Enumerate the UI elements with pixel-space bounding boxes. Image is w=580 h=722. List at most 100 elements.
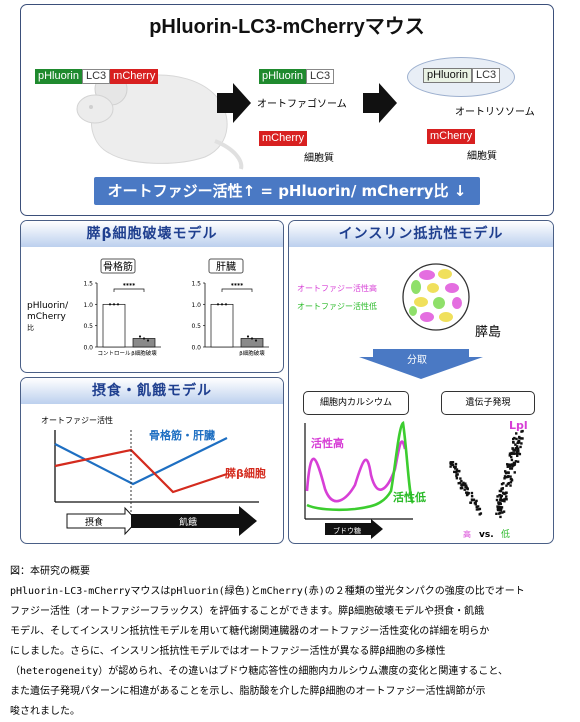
caption-line: 唆されました。 bbox=[10, 706, 80, 717]
construct-mcherry: mCherry bbox=[110, 69, 159, 84]
gene-dot bbox=[509, 484, 512, 487]
chart-point bbox=[142, 337, 146, 340]
chart-point bbox=[146, 339, 150, 342]
chart-ytick-label: 0.0 bbox=[83, 345, 93, 352]
gene-dot bbox=[455, 470, 458, 473]
gene-dot bbox=[510, 455, 513, 459]
gene-dot bbox=[455, 474, 458, 478]
feed-label: 摂食 bbox=[85, 516, 103, 528]
chart-point bbox=[220, 303, 224, 306]
caption-line: モデル、そしてインスリン抵抗性モデルを用いて糖代謝関連臓器のオートファジー活性変… bbox=[10, 626, 490, 637]
blue-line-label: 骨格筋・肝臓 bbox=[149, 428, 215, 442]
gene-dot bbox=[472, 498, 476, 501]
caption-title: 図：本研究の概要 bbox=[10, 566, 90, 577]
gene-dot bbox=[500, 482, 504, 486]
gene-dot bbox=[505, 491, 508, 494]
gene-dots bbox=[449, 429, 524, 519]
gene-dot bbox=[515, 437, 518, 441]
gene-dot bbox=[507, 463, 510, 467]
activity-banner: オートファジー活性↑ = pHluorin/ mCherry比 ↓ bbox=[94, 177, 480, 205]
gene-dot bbox=[470, 494, 474, 498]
cytoplasm-mcherry: mCherry bbox=[259, 131, 308, 146]
legend-low: オートファジー活性低 bbox=[297, 302, 377, 311]
gene-dot bbox=[451, 461, 455, 464]
gene-dot bbox=[517, 452, 520, 455]
sig-label: **** bbox=[123, 283, 136, 290]
chart-title-box bbox=[100, 258, 136, 274]
gene-dot bbox=[516, 454, 519, 458]
islet-label: 膵島 bbox=[475, 325, 502, 340]
gene-dot bbox=[455, 477, 459, 480]
gene-dot bbox=[458, 481, 462, 485]
gene-dot bbox=[521, 437, 524, 440]
gene-dot bbox=[510, 458, 514, 462]
chart-ytick-label: 1.0 bbox=[191, 302, 201, 309]
right-arrow-icon bbox=[217, 83, 251, 123]
gene-dot bbox=[512, 461, 516, 465]
gene-dot bbox=[495, 512, 498, 516]
chart-bar bbox=[240, 338, 264, 348]
cytoplasm-tag: mCherry bbox=[259, 131, 308, 146]
ylabel-line: 比 bbox=[27, 324, 34, 332]
chart-point bbox=[250, 337, 254, 340]
autolysosome-label: オートリソソーム bbox=[455, 107, 535, 118]
ylabel-line: pHluorin/ bbox=[27, 301, 69, 311]
gene-dot bbox=[517, 449, 520, 453]
gene-dot bbox=[502, 510, 506, 513]
gene-dot bbox=[518, 452, 522, 456]
gene-dot bbox=[512, 464, 515, 467]
gene-dot bbox=[505, 495, 508, 498]
chart-ytick-label: 0.5 bbox=[83, 323, 93, 330]
gene-dot bbox=[501, 487, 504, 491]
gene-dot bbox=[497, 512, 501, 515]
gene-dot bbox=[475, 505, 478, 509]
comp-vs: vs. bbox=[479, 530, 494, 540]
cytoplasm-label-2: 細胞質 bbox=[467, 151, 497, 162]
gene-dot bbox=[454, 462, 458, 466]
chart-ytick-label: 0.0 bbox=[191, 345, 201, 352]
gene-dot bbox=[506, 475, 510, 479]
gene-dot bbox=[505, 475, 508, 479]
ylabel-line: mCherry bbox=[27, 312, 66, 322]
gene-dot bbox=[500, 506, 504, 509]
gene-dot bbox=[504, 471, 508, 475]
gene-dot bbox=[503, 492, 506, 496]
gene-dot bbox=[512, 437, 515, 441]
gene-dot bbox=[515, 452, 518, 455]
gene-dot bbox=[466, 487, 469, 491]
gene-dot bbox=[520, 442, 523, 445]
feeding-chart: オートファジー活性 骨格筋・肝臓 膵β細胞 摂食 飢餓 bbox=[41, 415, 266, 536]
gene-dot bbox=[464, 484, 468, 488]
beta-ylabel: pHluorin/ mCherry 比 bbox=[27, 301, 68, 334]
cytoplasm-tag-2: mCherry bbox=[427, 129, 476, 144]
fast-arrow bbox=[131, 506, 257, 536]
caption-line: にしました。さらに、インスリン抵抗性モデルではオートファジー活性が異なる膵β細胞… bbox=[10, 646, 446, 657]
autolysosome-phluorin: pHluorin bbox=[423, 68, 472, 83]
gene-dot bbox=[514, 447, 518, 450]
gene-dot bbox=[499, 515, 502, 519]
autophagosome-label: オートファゴソーム bbox=[257, 99, 347, 110]
gene-dot bbox=[498, 509, 501, 512]
sig-bracket bbox=[113, 288, 145, 292]
chart-ytick-label: 0.5 bbox=[191, 323, 201, 330]
beta-panel-title: 膵β細胞破壊モデル bbox=[21, 221, 283, 247]
gene-dot bbox=[453, 470, 456, 474]
construct-lc3: LC3 bbox=[81, 69, 111, 84]
fast-label: 飢餓 bbox=[179, 516, 197, 528]
sig-label: **** bbox=[231, 283, 244, 290]
gene-dot bbox=[516, 447, 520, 450]
gene-dot bbox=[502, 498, 506, 501]
gene-dot bbox=[455, 468, 459, 471]
gene-dot bbox=[496, 495, 499, 498]
gene-dot bbox=[508, 464, 512, 468]
chart-bar bbox=[132, 338, 156, 348]
gene-dot bbox=[503, 500, 506, 503]
gene-dot bbox=[461, 483, 465, 486]
chart-point bbox=[116, 303, 120, 306]
chart-ytick-label: 1.5 bbox=[191, 281, 201, 288]
chart-ytick-label: 1.0 bbox=[83, 302, 93, 309]
caption: 図：本研究の概要 pHluorin-LC3-mCherryマウスはpHluori… bbox=[10, 562, 572, 722]
gene-dot bbox=[513, 471, 516, 474]
